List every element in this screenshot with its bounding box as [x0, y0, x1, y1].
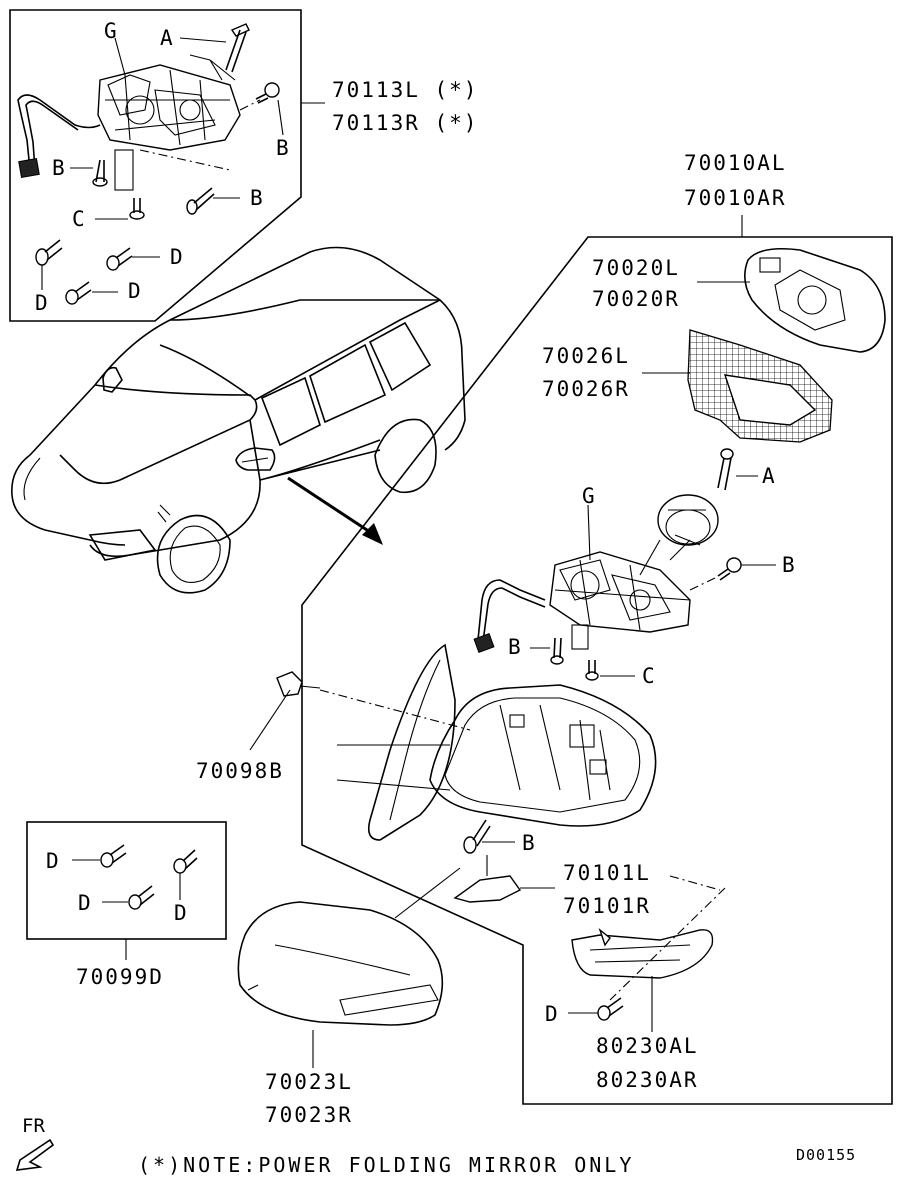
label-c-main: C [642, 664, 657, 688]
part-70099D: 70099D [76, 965, 164, 989]
label-d-kit-1: D [46, 849, 61, 873]
bolt-70098B [249, 671, 471, 751]
part-70010AL: 70010AL [684, 151, 787, 175]
screw-b-right [689, 557, 776, 591]
note-text: (*)NOTE:POWER FOLDING MIRROR ONLY [138, 1153, 634, 1177]
label-b-main-right: B [782, 553, 797, 577]
label-d-inset-3: D [128, 279, 143, 303]
screw-b-lower [463, 819, 515, 854]
part-70023R: 70023R [265, 1103, 353, 1127]
label-b-inset-lower: B [250, 186, 265, 210]
power-fold-unit [473, 504, 691, 653]
part-70101L: 70101L [563, 861, 651, 885]
actuator-disk [657, 494, 719, 546]
label-d-kit-2: D [78, 891, 93, 915]
vehicle-outline [11, 246, 466, 594]
label-a-inset: A [160, 26, 175, 50]
label-d-inset-2: D [35, 291, 50, 315]
screw-b-left [530, 637, 564, 665]
part-80230AR: 80230AR [596, 1068, 699, 1092]
part-80230AL: 80230AL [596, 1034, 699, 1058]
part-70026R: 70026R [542, 377, 630, 401]
part-70020L: 70020L [592, 256, 680, 280]
diagram-code: D00155 [796, 1146, 856, 1164]
label-g-inset: G [104, 19, 119, 43]
screw-kit-inset [26, 821, 227, 960]
part-70026L: 70026L [542, 344, 630, 368]
label-d-inset-1: D [170, 245, 185, 269]
part-70113R: 70113R (*) [332, 111, 478, 135]
part-70101R: 70101R [563, 894, 651, 918]
mirror-heater-housing [642, 329, 833, 443]
label-c-inset: C [72, 207, 87, 231]
label-b-inset-right: B [276, 136, 291, 160]
part-70098B: 70098B [196, 759, 284, 783]
part-70023L: 70023L [265, 1070, 353, 1094]
mirror-base-housing [336, 643, 657, 841]
part-70113L: 70113L (*) [332, 78, 478, 102]
mirror-cover [237, 867, 461, 1068]
label-b-main-left: B [508, 635, 523, 659]
label-a-main: A [762, 464, 777, 488]
part-70010AR: 70010AR [684, 186, 787, 210]
part-70020R: 70020R [592, 287, 680, 311]
front-direction-indicator [15, 1138, 55, 1171]
label-d-kit-3: D [174, 901, 189, 925]
main-assembly-frame [301, 236, 893, 1105]
label-b-main-lower: B [522, 831, 537, 855]
bracket-70101 [453, 855, 721, 903]
label-b-inset-left: B [52, 156, 67, 180]
mirror-glass [697, 247, 886, 353]
label-g-main: G [582, 484, 597, 508]
label-d-signal: D [545, 1002, 560, 1026]
turn-signal-lamp [568, 887, 726, 1032]
power-fold-unit-inset [9, 9, 325, 322]
screw-a [717, 448, 758, 491]
screw-c [585, 660, 635, 681]
label-fr: FR [22, 1115, 45, 1137]
